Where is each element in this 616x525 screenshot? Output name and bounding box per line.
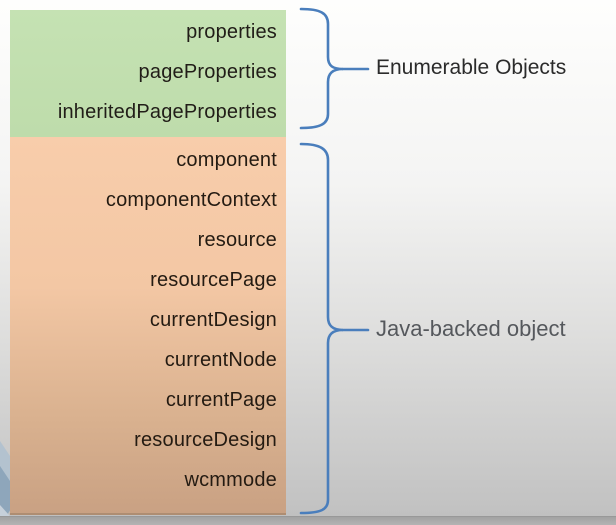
list-item: componentContext (105, 189, 277, 211)
list-item: pageProperties (138, 61, 277, 83)
java-backed-object-label: Java-backed object (376, 316, 566, 341)
enumerable-box: properties pageProperties inheritedPageP… (10, 10, 286, 137)
list-item: resourcePage (150, 269, 277, 291)
list-item: resource (197, 229, 277, 251)
bottom-bar (0, 516, 616, 525)
list-item: inheritedPageProperties (57, 101, 277, 123)
list-item: currentPage (165, 389, 277, 411)
list-item: properties (186, 21, 277, 43)
list-item: wcmmode (184, 469, 277, 491)
list-item: currentDesign (149, 309, 277, 331)
list-item: currentNode (164, 349, 277, 371)
enumerable-objects-label: Enumerable Objects (376, 56, 567, 79)
java-box: component componentContext resource reso… (10, 137, 286, 515)
list-item: component (176, 149, 277, 171)
list-item: resourceDesign (134, 429, 277, 451)
